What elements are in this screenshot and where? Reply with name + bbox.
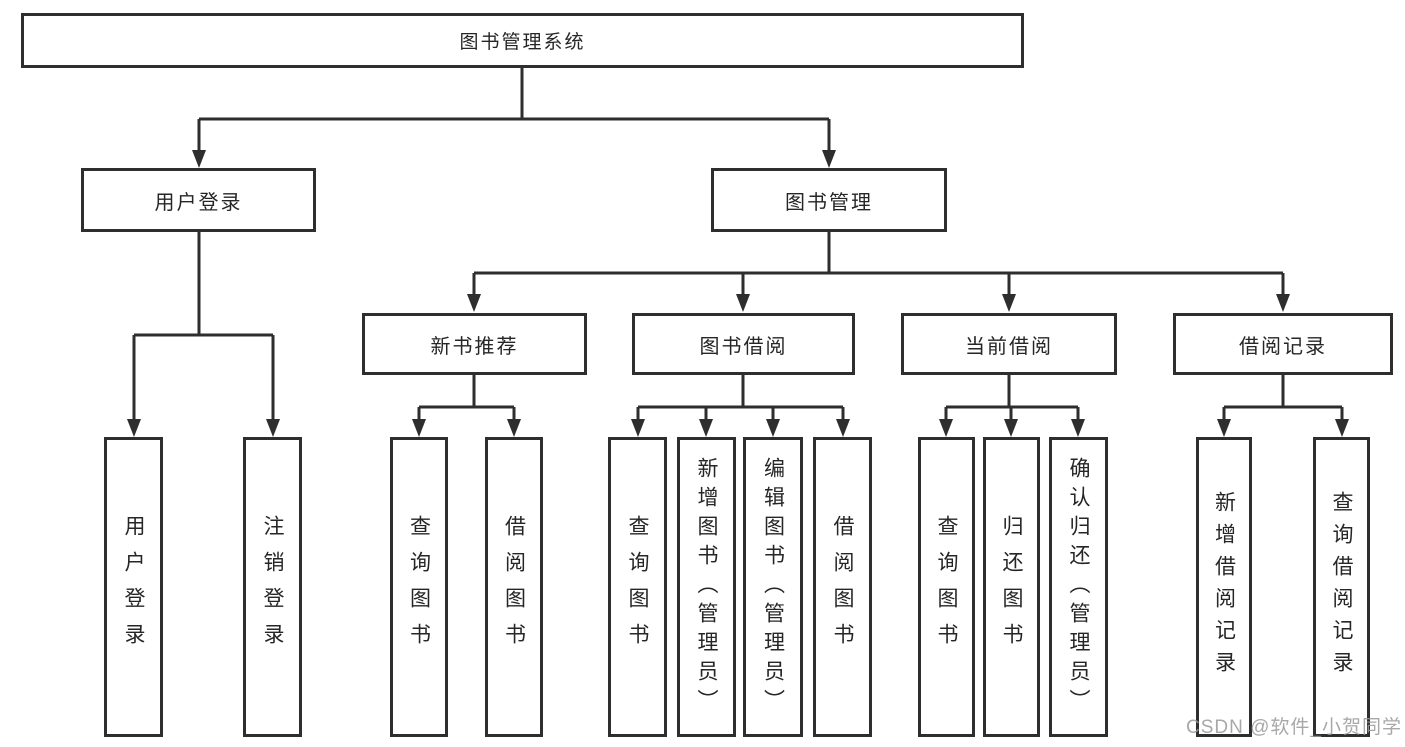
leaf-label: 借阅图书 xyxy=(502,515,526,659)
leaf-label: 归还图书 xyxy=(1000,515,1023,659)
node-leaf-add-borrow-record: 新增借阅记录 xyxy=(1196,437,1252,737)
connector-records-to-leaves xyxy=(1222,375,1344,420)
node-leaf-logout: 注销登录 xyxy=(243,437,302,737)
leaf-label: 查询图书 xyxy=(935,515,958,659)
leaf-label: 新增图书（管理员） xyxy=(695,456,718,718)
node-leaf-add-book-admin: 新增图书（管理员） xyxy=(677,437,736,737)
leaf-label: 查询借阅记录 xyxy=(1330,491,1353,683)
connector-root-to-level2 xyxy=(197,68,831,151)
watermark: CSDN @软件_小贺同学 xyxy=(1186,717,1402,738)
node-leaf-query-books-borrowing: 查询图书 xyxy=(608,437,667,737)
node-leaf-query-books-recommend: 查询图书 xyxy=(390,437,448,737)
node-leaf-query-books-current: 查询图书 xyxy=(918,437,975,737)
leaf-label: 借阅图书 xyxy=(831,515,854,659)
node-current-borrowing: 当前借阅 xyxy=(901,313,1117,375)
leaf-label: 查询图书 xyxy=(407,515,431,659)
connector-userlogin-to-leaves xyxy=(132,232,275,420)
node-root: 图书管理系统 xyxy=(21,13,1024,68)
node-leaf-user-login: 用户登录 xyxy=(104,437,163,737)
node-user-login: 用户登录 xyxy=(81,168,316,232)
node-leaf-edit-book-admin: 编辑图书（管理员） xyxy=(743,437,803,737)
node-book-management: 图书管理 xyxy=(711,168,947,232)
node-leaf-borrow-books-recommend: 借阅图书 xyxy=(485,437,543,737)
leaf-label: 用户登录 xyxy=(122,515,145,659)
leaf-label: 查询图书 xyxy=(626,515,649,659)
node-new-book-recommend: 新书推荐 xyxy=(362,313,587,375)
connector-bookborrow-to-leaves xyxy=(636,375,845,420)
leaf-label: 确认归还（管理员） xyxy=(1067,456,1090,718)
connector-bookmgmt-to-level3 xyxy=(472,232,1285,296)
node-leaf-return-books: 归还图书 xyxy=(983,437,1040,737)
node-leaf-borrow-books-borrowing: 借阅图书 xyxy=(813,437,872,737)
leaf-label: 注销登录 xyxy=(261,515,284,659)
connector-currentborrow-to-leaves xyxy=(944,375,1080,420)
node-book-borrowing: 图书借阅 xyxy=(632,313,855,375)
node-leaf-query-borrow-record: 查询借阅记录 xyxy=(1313,437,1370,737)
leaf-label: 新增借阅记录 xyxy=(1212,491,1236,683)
node-leaf-confirm-return-admin: 确认归还（管理员） xyxy=(1049,437,1108,737)
node-borrowing-records: 借阅记录 xyxy=(1173,313,1393,375)
connector-newbook-to-leaves xyxy=(417,375,516,420)
arrowheads xyxy=(127,150,1349,437)
leaf-label: 编辑图书（管理员） xyxy=(761,456,785,718)
